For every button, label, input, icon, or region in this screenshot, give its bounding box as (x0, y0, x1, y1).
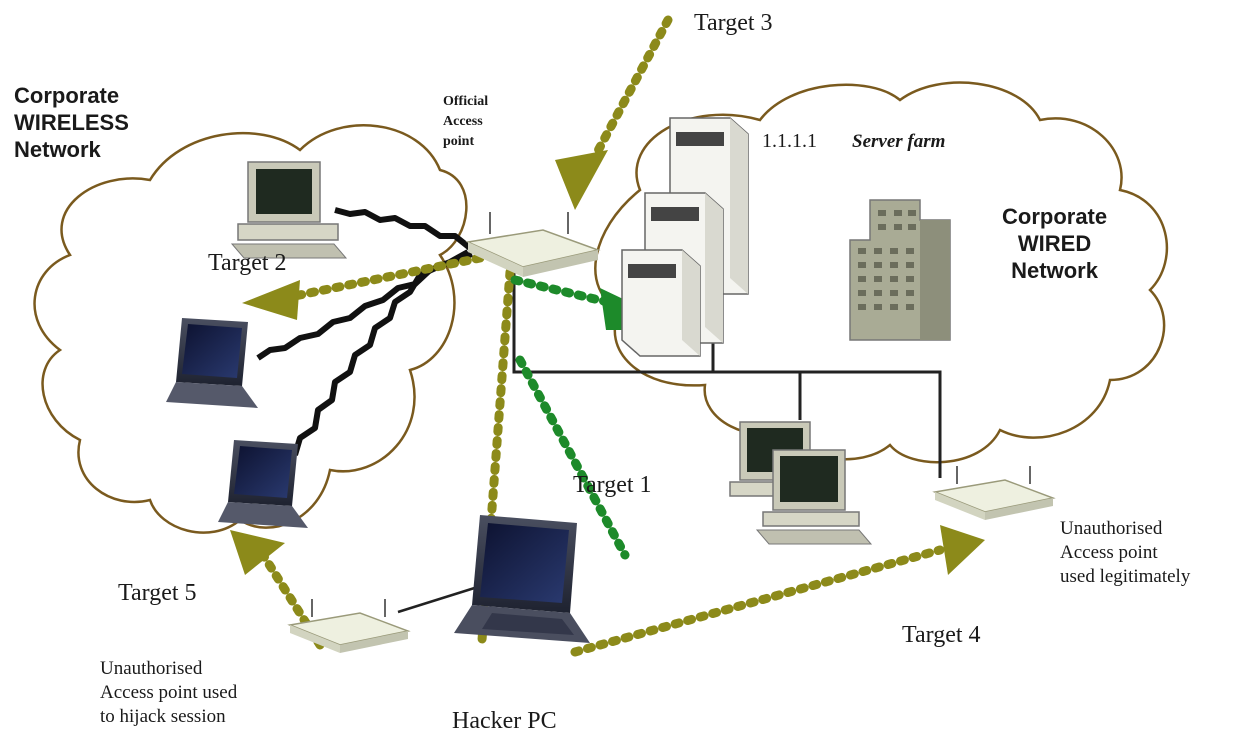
wireless-network-cloud (33, 124, 468, 534)
rogue-hijack-line-1: Unauthorised (100, 658, 203, 679)
laptop-icon (454, 515, 590, 643)
wireless-label-line-3: Network (14, 137, 101, 162)
rogue-hijack-line-3: to hijack session (100, 706, 226, 727)
official-ap-line-3: point (443, 134, 475, 149)
target-5-label: Target 5 (118, 580, 197, 606)
official-ap-line-2: Access (443, 114, 483, 129)
server-ip-label: 1.1.1.1 (762, 130, 817, 152)
rogue-ap-hijack-label: Unauthorised Access point used to hijack… (100, 657, 237, 729)
wired-network-label: Corporate WIRED Network (1002, 203, 1107, 284)
rogue-ap-legit-label: Unauthorised Access point used legitimat… (1060, 517, 1190, 589)
wireless-label-line-1: Corporate (14, 83, 120, 108)
wired-label-line-1: Corporate (1002, 204, 1108, 229)
desktop-pc-icon (230, 161, 348, 259)
rogue-hijack-line-2: Access point used (100, 682, 238, 703)
office-building-icon (849, 199, 951, 341)
rogue-legit-line-3: used legitimately (1060, 566, 1191, 587)
target-1-label: Target 1 (573, 472, 652, 498)
laptop-icon (218, 440, 308, 528)
access-point-icon (287, 599, 411, 653)
wired-label-line-2: WIRED (1017, 231, 1092, 256)
official-ap-line-1: Official (443, 94, 489, 109)
target-2-label: Target 2 (208, 250, 287, 276)
attack-paths-olive (255, 15, 945, 657)
rogue-legit-line-2: Access point (1060, 542, 1158, 563)
wireless-network-label: Corporate WIRELESS Network (14, 82, 129, 163)
wired-network-cloud (594, 81, 1169, 464)
hacker-pc-label: Hacker PC (452, 708, 557, 734)
target-4-label: Target 4 (902, 622, 981, 648)
wired-label-line-3: Network (1011, 258, 1098, 283)
access-point-icon (465, 212, 601, 277)
target-3-label: Target 3 (694, 10, 773, 36)
rogue-legit-line-1: Unauthorised (1060, 518, 1163, 539)
laptop-icon (166, 318, 258, 408)
wireless-label-line-2: WIRELESS (14, 110, 129, 135)
access-point-icon (932, 466, 1056, 520)
server-farm-label: Server farm (852, 131, 946, 152)
official-ap-label: Official Access point (443, 92, 488, 152)
desktop-pc-icon (755, 449, 873, 545)
server-tower-icon (621, 249, 701, 357)
